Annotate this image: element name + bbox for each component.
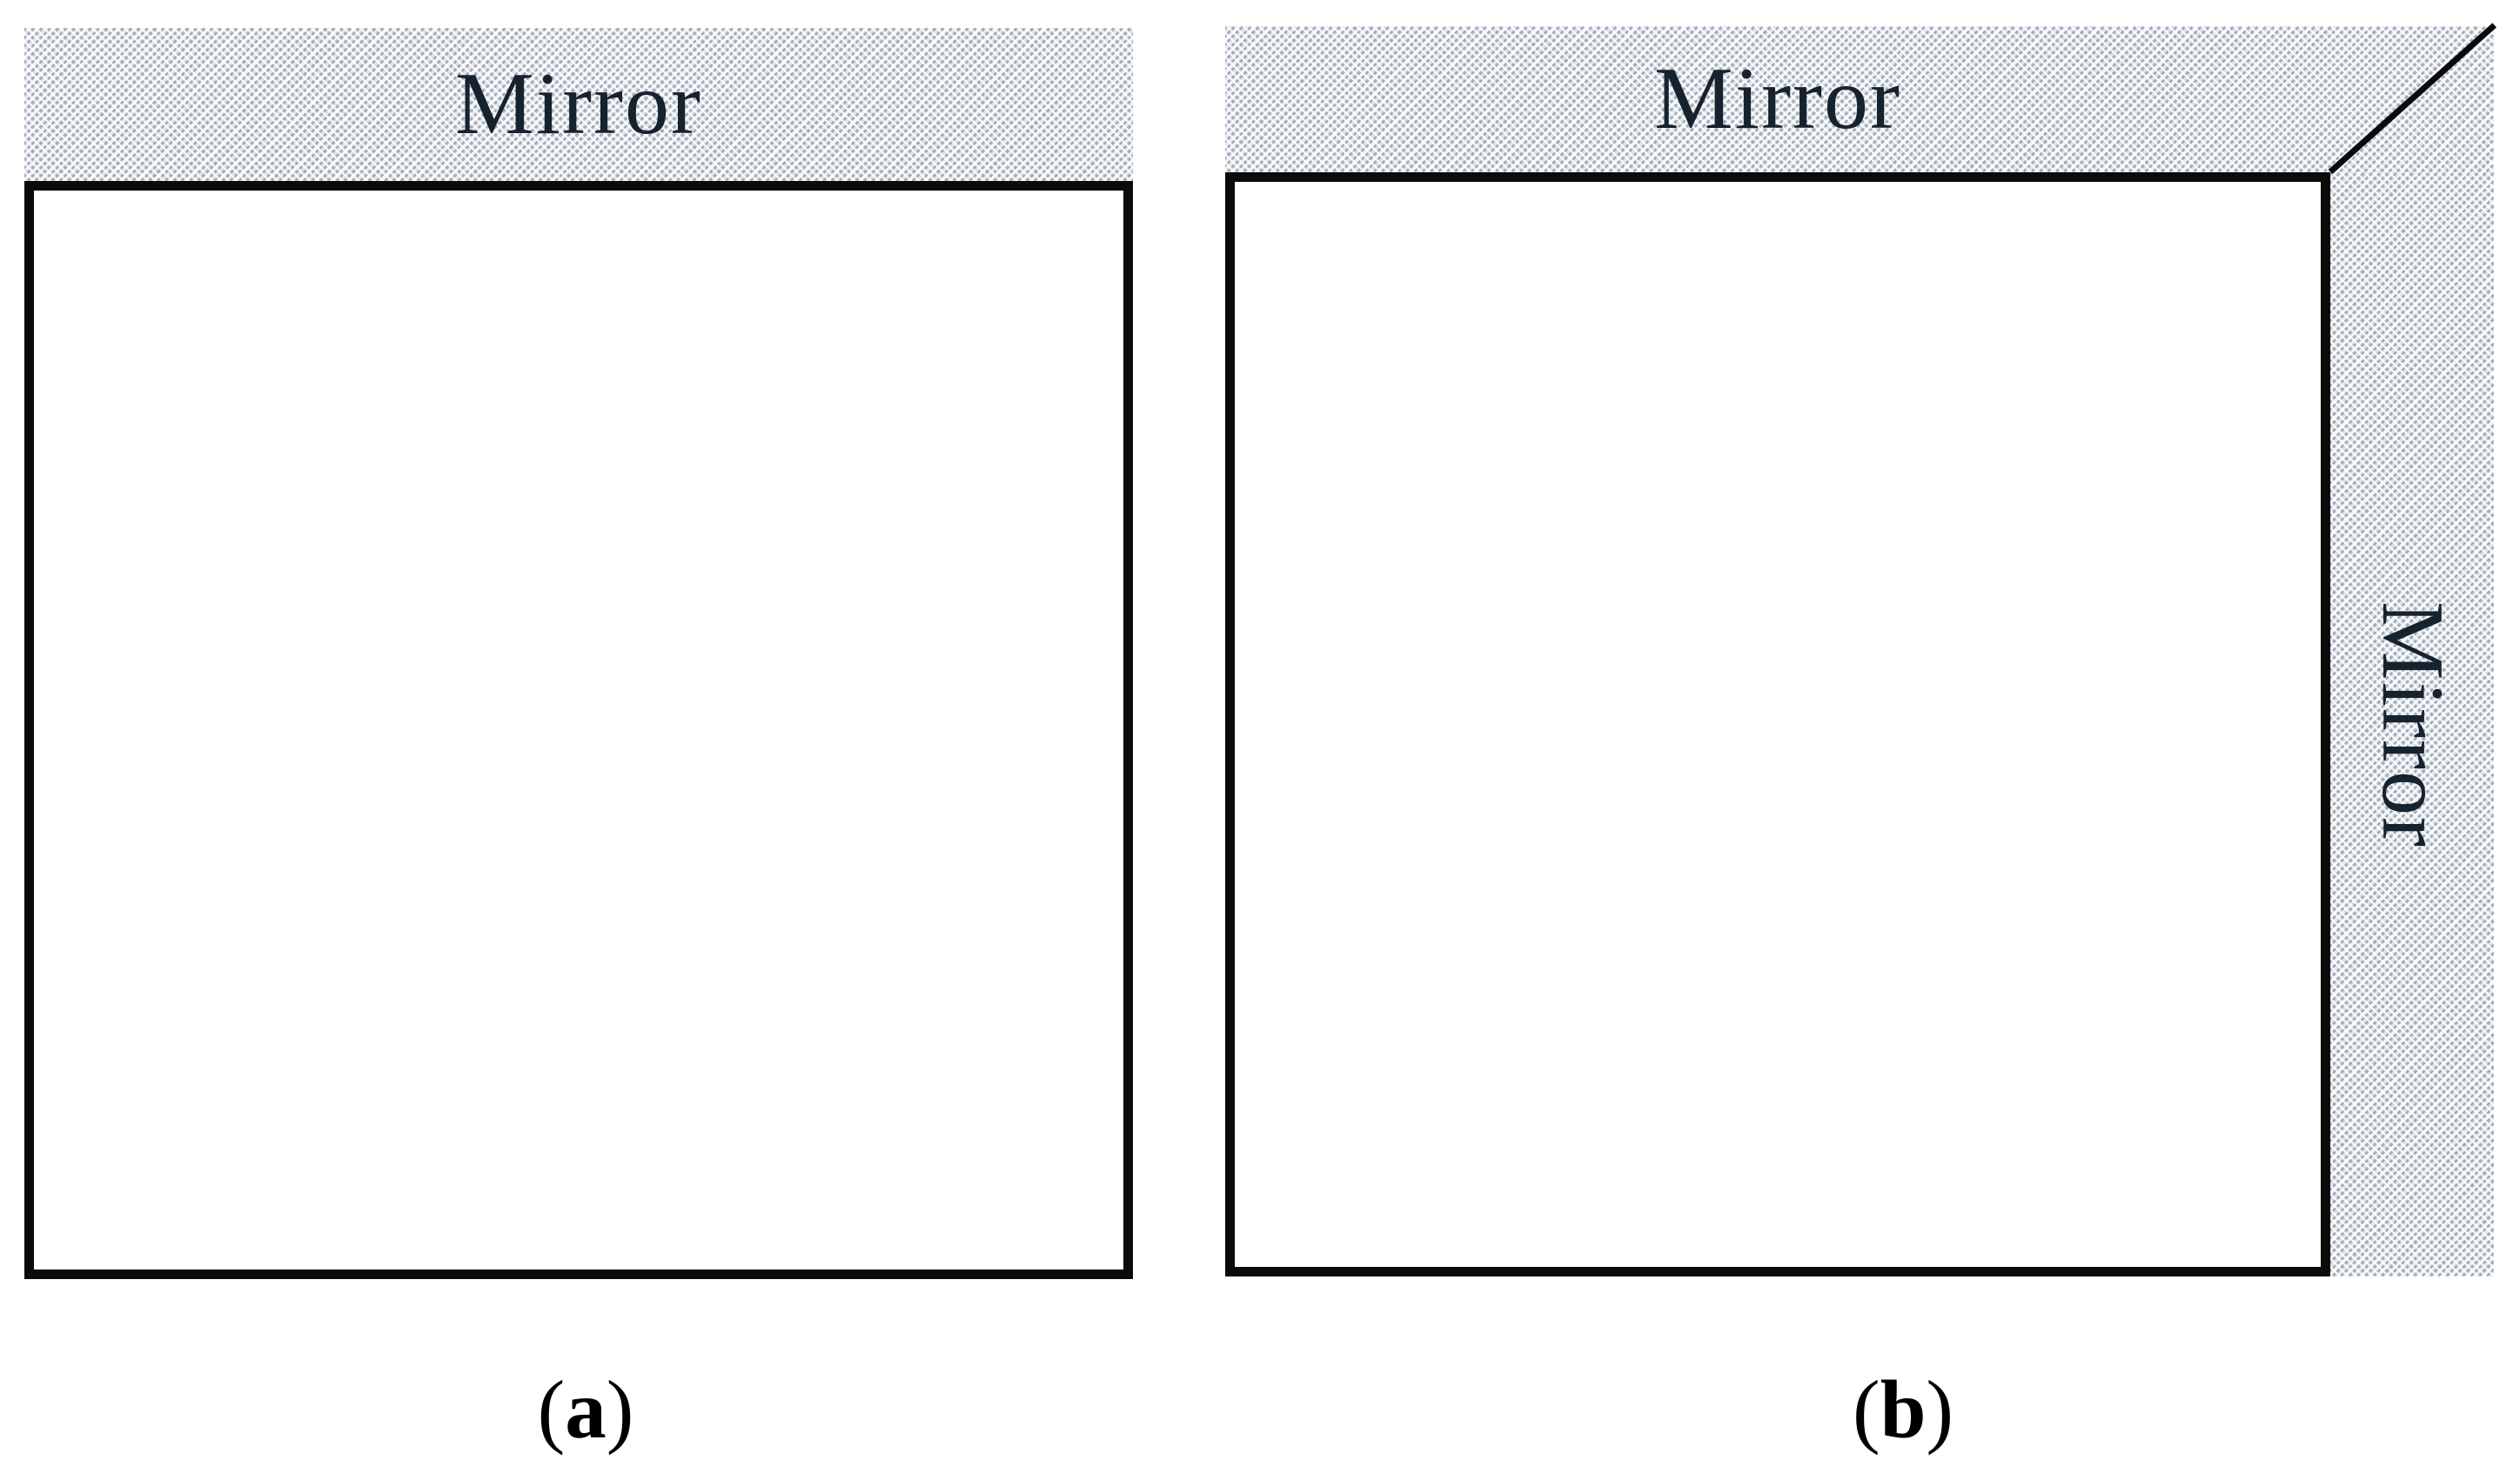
caption-b-paren-open: ( bbox=[1852, 1363, 1880, 1456]
mirror-strip-top-b: Mirror bbox=[1225, 26, 2494, 172]
caption-b-letter: b bbox=[1880, 1363, 1927, 1456]
mirror-strip-top-b-center: Mirror bbox=[1225, 55, 2330, 144]
caption-b-paren-close: ) bbox=[1926, 1363, 1954, 1456]
caption-a-paren-open: ( bbox=[537, 1363, 566, 1456]
mirror-label-top-b: Mirror bbox=[1654, 50, 1901, 148]
caption-a-letter: a bbox=[565, 1363, 607, 1456]
panel-caption-a: (a) bbox=[412, 1357, 760, 1462]
panel-caption-b: (b) bbox=[1729, 1357, 2077, 1462]
mirror-strip-right-b: Mirror bbox=[2330, 172, 2494, 1276]
mirror-label-right-b: Mirror bbox=[2363, 600, 2462, 848]
mirror-label-top-a: Mirror bbox=[455, 55, 702, 153]
cavity-box-a bbox=[24, 181, 1133, 1279]
cavity-box-b bbox=[1225, 172, 2330, 1276]
mirror-strip-top-a: Mirror bbox=[24, 28, 1133, 181]
caption-a-paren-close: ) bbox=[606, 1363, 634, 1456]
